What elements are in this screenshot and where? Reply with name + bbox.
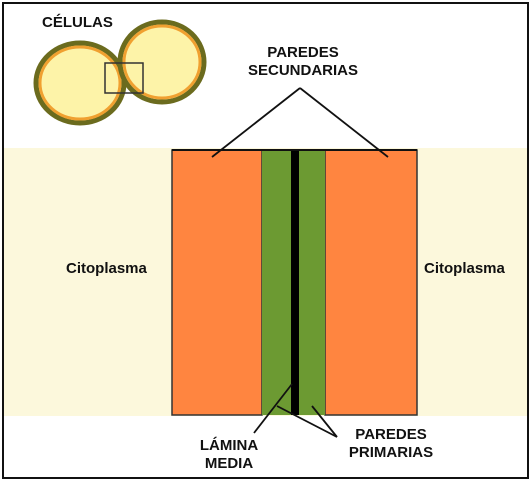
middle-lamella-line-1: LÁMINA <box>194 437 264 455</box>
middle-lamella-label: LÁMINA MEDIA <box>194 437 264 473</box>
cells-label: CÉLULAS <box>42 14 113 32</box>
cytoplasm-right-label: Citoplasma <box>424 260 505 278</box>
secondary-walls-label: PAREDES SECUNDARIAS <box>238 44 368 80</box>
cytoplasm-left-label: Citoplasma <box>66 260 147 278</box>
secondary-walls-line-1: PAREDES <box>238 44 368 62</box>
secondary-walls-line-2: SECUNDARIAS <box>238 62 368 80</box>
primary-walls-line-2: PRIMARIAS <box>342 444 440 462</box>
middle-lamella <box>291 150 299 415</box>
pointer-secondary-right <box>300 88 388 157</box>
pointer-secondary-left <box>212 88 300 157</box>
primary-wall-right <box>299 150 325 415</box>
secondary-wall-right <box>325 150 417 415</box>
secondary-wall-left <box>172 150 262 415</box>
cells-thumbnail <box>36 22 204 123</box>
primary-walls-line-1: PAREDES <box>342 426 440 444</box>
primary-wall-left <box>262 150 291 415</box>
middle-lamella-line-2: MEDIA <box>194 455 264 473</box>
cell-right <box>120 22 204 102</box>
cell-left <box>36 43 124 123</box>
primary-walls-label: PAREDES PRIMARIAS <box>342 426 440 462</box>
